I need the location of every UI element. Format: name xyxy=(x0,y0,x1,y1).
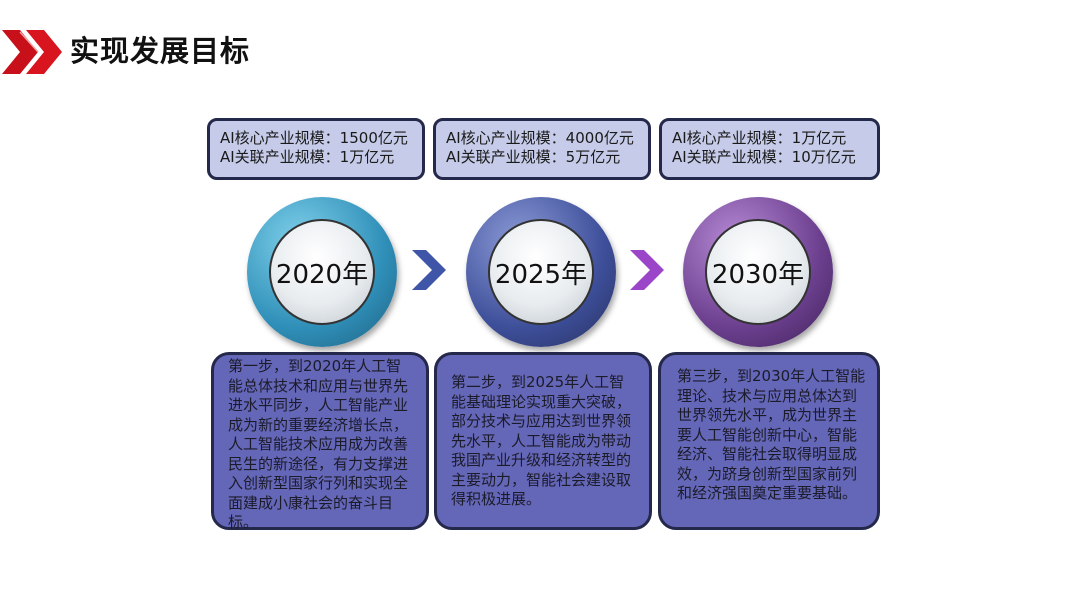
year-circle-2030: 2030年 xyxy=(683,197,833,347)
year-label: 2025年 xyxy=(488,219,594,325)
chevron-right-icon xyxy=(630,250,664,290)
related-industry-scale: AI关联产业规模：1万亿元 xyxy=(220,148,395,166)
core-industry-scale: AI核心产业规模：1万亿元 xyxy=(672,129,847,147)
chevron-right-icon xyxy=(412,250,446,290)
description-box-2030: 第三步，到2030年人工智能理论、技术与应用总体达到世界领先水平，成为世界主要人… xyxy=(658,352,880,530)
related-industry-scale: AI关联产业规模：5万亿元 xyxy=(446,148,621,166)
core-industry-scale: AI核心产业规模：4000亿元 xyxy=(446,129,634,147)
stat-box-2030: AI核心产业规模：1万亿元 AI关联产业规模：10万亿元 xyxy=(659,118,880,180)
year-circle-2020: 2020年 xyxy=(247,197,397,347)
stat-box-2025: AI核心产业规模：4000亿元 AI关联产业规模：5万亿元 xyxy=(433,118,651,180)
year-label: 2030年 xyxy=(705,219,811,325)
core-industry-scale: AI核心产业规模：1500亿元 xyxy=(220,129,408,147)
page-title: 实现发展目标 xyxy=(70,34,251,68)
double-chevron-right-icon xyxy=(2,30,62,74)
year-circle-2025: 2025年 xyxy=(466,197,616,347)
description-box-2025: 第二步，到2025年人工智能基础理论实现重大突破，部分技术与应用达到世界领先水平… xyxy=(434,352,652,530)
description-box-2020: 第一步，到2020年人工智能总体技术和应用与世界先进水平同步，人工智能产业成为新… xyxy=(211,352,429,531)
year-label: 2020年 xyxy=(269,219,375,325)
related-industry-scale: AI关联产业规模：10万亿元 xyxy=(672,148,856,166)
stat-box-2020: AI核心产业规模：1500亿元 AI关联产业规模：1万亿元 xyxy=(207,118,425,180)
